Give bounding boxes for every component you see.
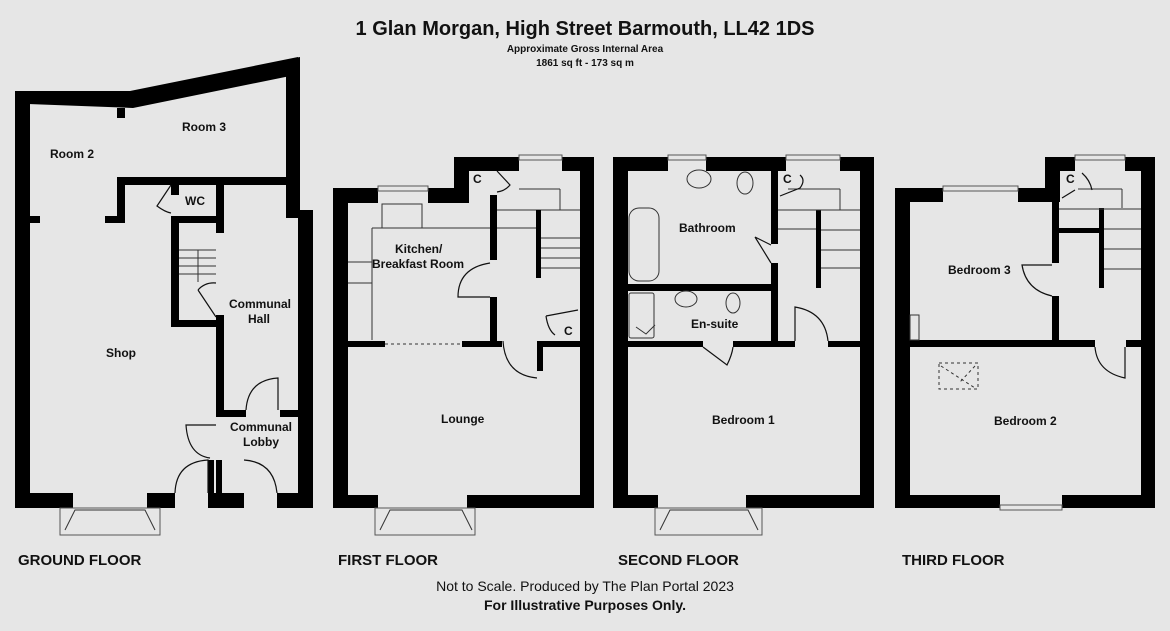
ensuite-label: En-suite — [691, 317, 739, 331]
ground-floor-plan: Room 2 Room 3 WC Shop Communal Hall Comm… — [15, 57, 313, 536]
first-floor-label: FIRST FLOOR — [338, 552, 438, 569]
communal-hall-label-line1: Communal — [229, 297, 291, 311]
kitchen-label-line2: Breakfast Room — [372, 257, 464, 271]
bathroom-label: Bathroom — [679, 221, 736, 235]
bedroom-3-label: Bedroom 3 — [948, 263, 1011, 277]
third-floor-plan: C Bedroom 3 Bedroom 2 — [895, 154, 1155, 511]
room-3-label: Room 3 — [182, 120, 226, 134]
second-floor-label: SECOND FLOOR — [618, 552, 739, 569]
cupboard-label: C — [564, 324, 573, 338]
disclaimer-text: For Illustrative Purposes Only. — [483, 597, 686, 613]
cupboard-label: C — [783, 172, 792, 186]
bedroom-1-label: Bedroom 1 — [712, 413, 775, 427]
shop-label: Shop — [106, 346, 136, 360]
credit-text: Not to Scale. Produced by The Plan Porta… — [436, 578, 734, 594]
cupboard-label: C — [473, 172, 482, 186]
communal-hall-label-line2: Hall — [248, 312, 270, 326]
communal-lobby-label-line1: Communal — [230, 420, 292, 434]
lounge-label: Lounge — [441, 412, 485, 426]
bedroom-2-label: Bedroom 2 — [994, 414, 1057, 428]
second-floor-plan: Bathroom C En-suite Bedroom 1 — [613, 154, 874, 536]
area-value: 1861 sq ft - 173 sq m — [536, 58, 634, 69]
area-label: Approximate Gross Internal Area — [506, 44, 664, 55]
wc-label: WC — [185, 194, 205, 208]
first-floor-plan: C C Kitchen/ Breakfast Room Lounge — [333, 154, 594, 536]
ground-floor-label: GROUND FLOOR — [18, 552, 142, 569]
third-floor-label: THIRD FLOOR — [902, 552, 1005, 569]
kitchen-label-line1: Kitchen/ — [395, 242, 443, 256]
page-title: 1 Glan Morgan, High Street Barmouth, LL4… — [355, 18, 815, 40]
room-2-label: Room 2 — [50, 147, 94, 161]
communal-lobby-label-line2: Lobby — [243, 435, 279, 449]
cupboard-label: C — [1066, 172, 1075, 186]
